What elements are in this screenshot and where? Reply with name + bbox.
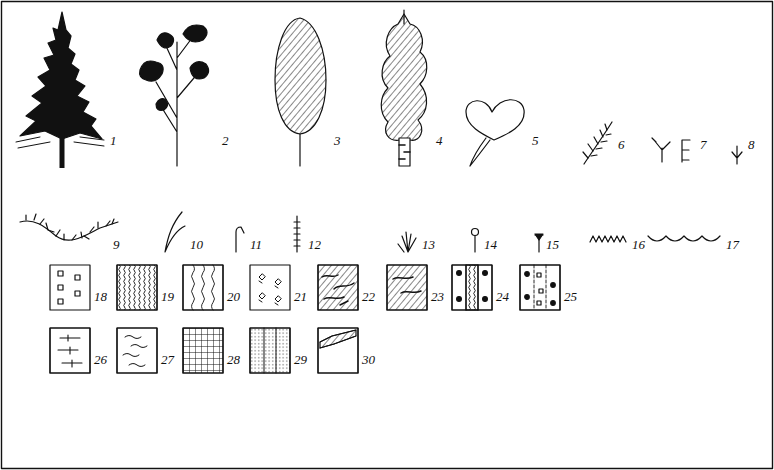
swatch-28 xyxy=(183,328,223,373)
swatch-19 xyxy=(117,265,157,310)
callout-number: 29 xyxy=(294,353,307,367)
callout-number: 1 xyxy=(110,134,117,148)
callout-number: 18 xyxy=(94,290,107,304)
leafy-tree-symbol xyxy=(140,25,209,166)
callout-number: 26 xyxy=(94,353,107,367)
callout-number: 3 xyxy=(334,134,341,148)
swatch-25 xyxy=(520,265,560,310)
swatch-21 xyxy=(250,265,290,310)
scallop-symbol xyxy=(648,236,720,241)
callout-number: 28 xyxy=(227,353,240,367)
lichen-symbol xyxy=(535,234,543,252)
callout-number: 11 xyxy=(250,238,262,252)
swatch-20 xyxy=(183,265,223,310)
swatch-22 xyxy=(318,265,358,310)
swatch-24 xyxy=(452,265,492,310)
birch-tree-symbol xyxy=(381,10,427,166)
fern-symbol xyxy=(583,122,612,164)
tussock-symbol xyxy=(398,232,416,252)
callout-number: 27 xyxy=(161,353,174,367)
spruce-symbol xyxy=(16,12,104,168)
swatch-27 xyxy=(117,328,157,373)
zigzag-symbol xyxy=(590,236,626,242)
callout-number: 23 xyxy=(431,290,444,304)
swatch-30 xyxy=(318,328,358,373)
creeping-plant-symbol xyxy=(20,214,118,240)
callout-number: 5 xyxy=(532,134,539,148)
callout-number: 24 xyxy=(496,290,509,304)
callout-number: 19 xyxy=(161,290,174,304)
grass-blade-symbol xyxy=(165,212,185,252)
low-shrub-symbol xyxy=(652,138,690,162)
callout-number: 14 xyxy=(484,238,497,252)
hook-symbol xyxy=(236,227,244,252)
callout-number: 13 xyxy=(422,238,435,252)
callout-number: 20 xyxy=(227,290,240,304)
callout-number: 15 xyxy=(546,238,559,252)
swatch-26 xyxy=(50,328,90,373)
herb-stem-symbol xyxy=(294,216,300,252)
shrub-outline-symbol xyxy=(466,100,524,166)
callout-number: 7 xyxy=(700,138,707,152)
hatched-crown-tree xyxy=(275,18,326,166)
callout-number: 12 xyxy=(308,238,321,252)
swatch-18 xyxy=(50,265,90,310)
callout-number: 8 xyxy=(748,138,755,152)
callout-number: 2 xyxy=(222,134,229,148)
callout-number: 17 xyxy=(726,238,739,252)
moss-stalk-symbol xyxy=(472,229,479,253)
callout-number: 6 xyxy=(618,138,625,152)
dwarf-symbol xyxy=(732,146,742,164)
callout-number: 9 xyxy=(113,238,120,252)
callout-number: 16 xyxy=(632,238,645,252)
callout-number: 30 xyxy=(362,353,375,367)
callout-number: 4 xyxy=(436,134,443,148)
callout-number: 25 xyxy=(564,290,577,304)
swatch-23 xyxy=(387,265,427,310)
callout-number: 22 xyxy=(362,290,375,304)
swatch-29 xyxy=(250,328,290,373)
callout-number: 21 xyxy=(294,290,307,304)
callout-number: 10 xyxy=(190,238,203,252)
